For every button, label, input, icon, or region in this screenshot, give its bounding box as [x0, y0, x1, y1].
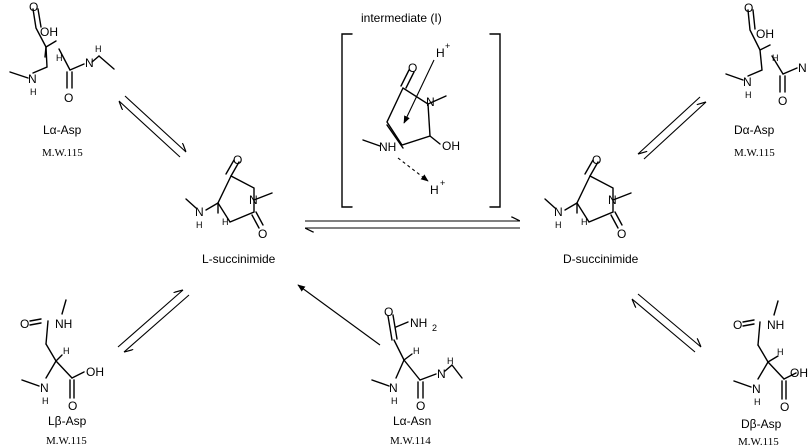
proton-dashed-arrow: [397, 157, 429, 182]
mw-l-beta-asp: M.W.115: [46, 435, 87, 447]
atom-n: N: [426, 95, 435, 109]
atom-h: H: [555, 220, 562, 230]
atom-n: N: [40, 381, 49, 395]
right-bracket: [489, 33, 501, 208]
atom-h: H: [777, 347, 784, 357]
atom-oh: OH: [442, 139, 460, 153]
subscript-2: 2: [432, 323, 437, 333]
equilibrium-arrow-reverse: [632, 298, 696, 353]
atom-h: H: [391, 396, 398, 406]
atom-o: O: [258, 227, 267, 241]
atom-h: H: [222, 217, 229, 227]
atom-nh: NH: [379, 140, 396, 154]
atom-n: N: [608, 193, 617, 207]
atom-o: O: [416, 399, 425, 413]
irreversible-arrow: [297, 284, 381, 346]
atom-n: N: [195, 205, 204, 219]
atom-n: N: [798, 61, 807, 75]
compound-label-l-alpha-asp: Lα-Asp: [43, 123, 82, 137]
atom-nh2: NH: [410, 316, 427, 330]
atom-h: H: [63, 346, 70, 356]
compound-label-l-alpha-asn: Lα-Asn: [393, 414, 431, 428]
equilibrium-arrow-reverse: [123, 294, 190, 352]
compound-label-d-alpha-asp: Dα-Asp: [734, 123, 775, 137]
atom-h: H: [447, 356, 454, 366]
atom-n: N: [249, 193, 258, 207]
atom-o: O: [68, 399, 77, 413]
atom-o: O: [408, 61, 417, 75]
atom-n: N: [389, 381, 398, 395]
atom-o: O: [617, 227, 626, 241]
atom-h: H: [413, 346, 420, 356]
atom-o: O: [778, 94, 787, 108]
atom-h-plus: H: [436, 46, 445, 60]
atom-h: H: [772, 53, 779, 63]
compound-label-l-beta-asp: Lβ-Asp: [48, 414, 87, 428]
d-beta-asp-structure: [733, 300, 797, 400]
atom-o: O: [384, 305, 393, 319]
compound-label-l-succinimide: L-succinimide: [202, 252, 276, 266]
compound-label-d-succinimide: D-succinimide: [563, 252, 639, 266]
intermediate-structure: [362, 69, 447, 149]
atom-o: O: [744, 1, 753, 15]
atom-h: H: [42, 396, 49, 406]
atom-oh: OH: [790, 366, 808, 380]
atom-n: N: [28, 72, 37, 86]
equilibrium-arrow-forward: [637, 293, 701, 348]
proton-arrow: [403, 59, 435, 124]
d-succinimide-structure: [544, 159, 632, 229]
intermediate-label: intermediate (I): [361, 11, 442, 25]
compound-label-d-beta-asp: Dβ-Asp: [741, 417, 782, 431]
l-beta-asp-structure: [21, 299, 85, 399]
equilibrium-arrow-forward: [637, 96, 701, 154]
atom-n: N: [85, 56, 94, 70]
mw-d-alpha-asp: M.W.115: [734, 147, 775, 159]
atom-o: O: [592, 153, 601, 167]
atom-h: H: [754, 397, 761, 407]
atom-oh: OH: [756, 27, 774, 41]
equilibrium-arrow-forward: [117, 290, 184, 348]
atom-o: O: [64, 91, 73, 105]
charge-plus: +: [445, 41, 450, 51]
atom-o: O: [733, 318, 742, 332]
mw-d-beta-asp: M.W.115: [738, 436, 779, 448]
atom-nh: NH: [55, 317, 72, 331]
atom-n: N: [554, 205, 563, 219]
d-alpha-asp-structure: [725, 9, 798, 93]
atom-nh: NH: [767, 318, 784, 332]
atom-n: N: [743, 75, 752, 89]
mw-l-alpha-asp: M.W.115: [42, 147, 83, 159]
equilibrium-arrow-reverse: [119, 100, 181, 158]
l-alpha-asp-structure: [9, 8, 115, 89]
atom-n: N: [437, 367, 446, 381]
atom-oh: OH: [86, 365, 104, 379]
atom-o: O: [780, 400, 789, 414]
l-succinimide-structure: [185, 159, 273, 229]
atom-n: N: [752, 382, 761, 396]
atom-o: O: [29, 0, 38, 14]
l-alpha-asn-structure: [371, 314, 463, 399]
equilibrium-arrow-forward: [124, 95, 186, 153]
atom-h: H: [196, 220, 203, 230]
atom-h: H: [745, 90, 752, 100]
atom-oh: OH: [40, 25, 58, 39]
mw-l-alpha-asn: M.W.114: [390, 435, 431, 447]
charge-plus: +: [440, 178, 445, 188]
atom-h: H: [581, 217, 588, 227]
atom-h-plus: H: [430, 183, 439, 197]
atom-o: O: [233, 153, 242, 167]
atom-h: H: [30, 87, 37, 97]
equilibrium-arrow-reverse: [643, 102, 707, 160]
atom-h: H: [95, 44, 102, 54]
left-bracket: [341, 33, 353, 208]
atom-o: O: [20, 317, 29, 331]
atom-h: H: [56, 53, 63, 63]
